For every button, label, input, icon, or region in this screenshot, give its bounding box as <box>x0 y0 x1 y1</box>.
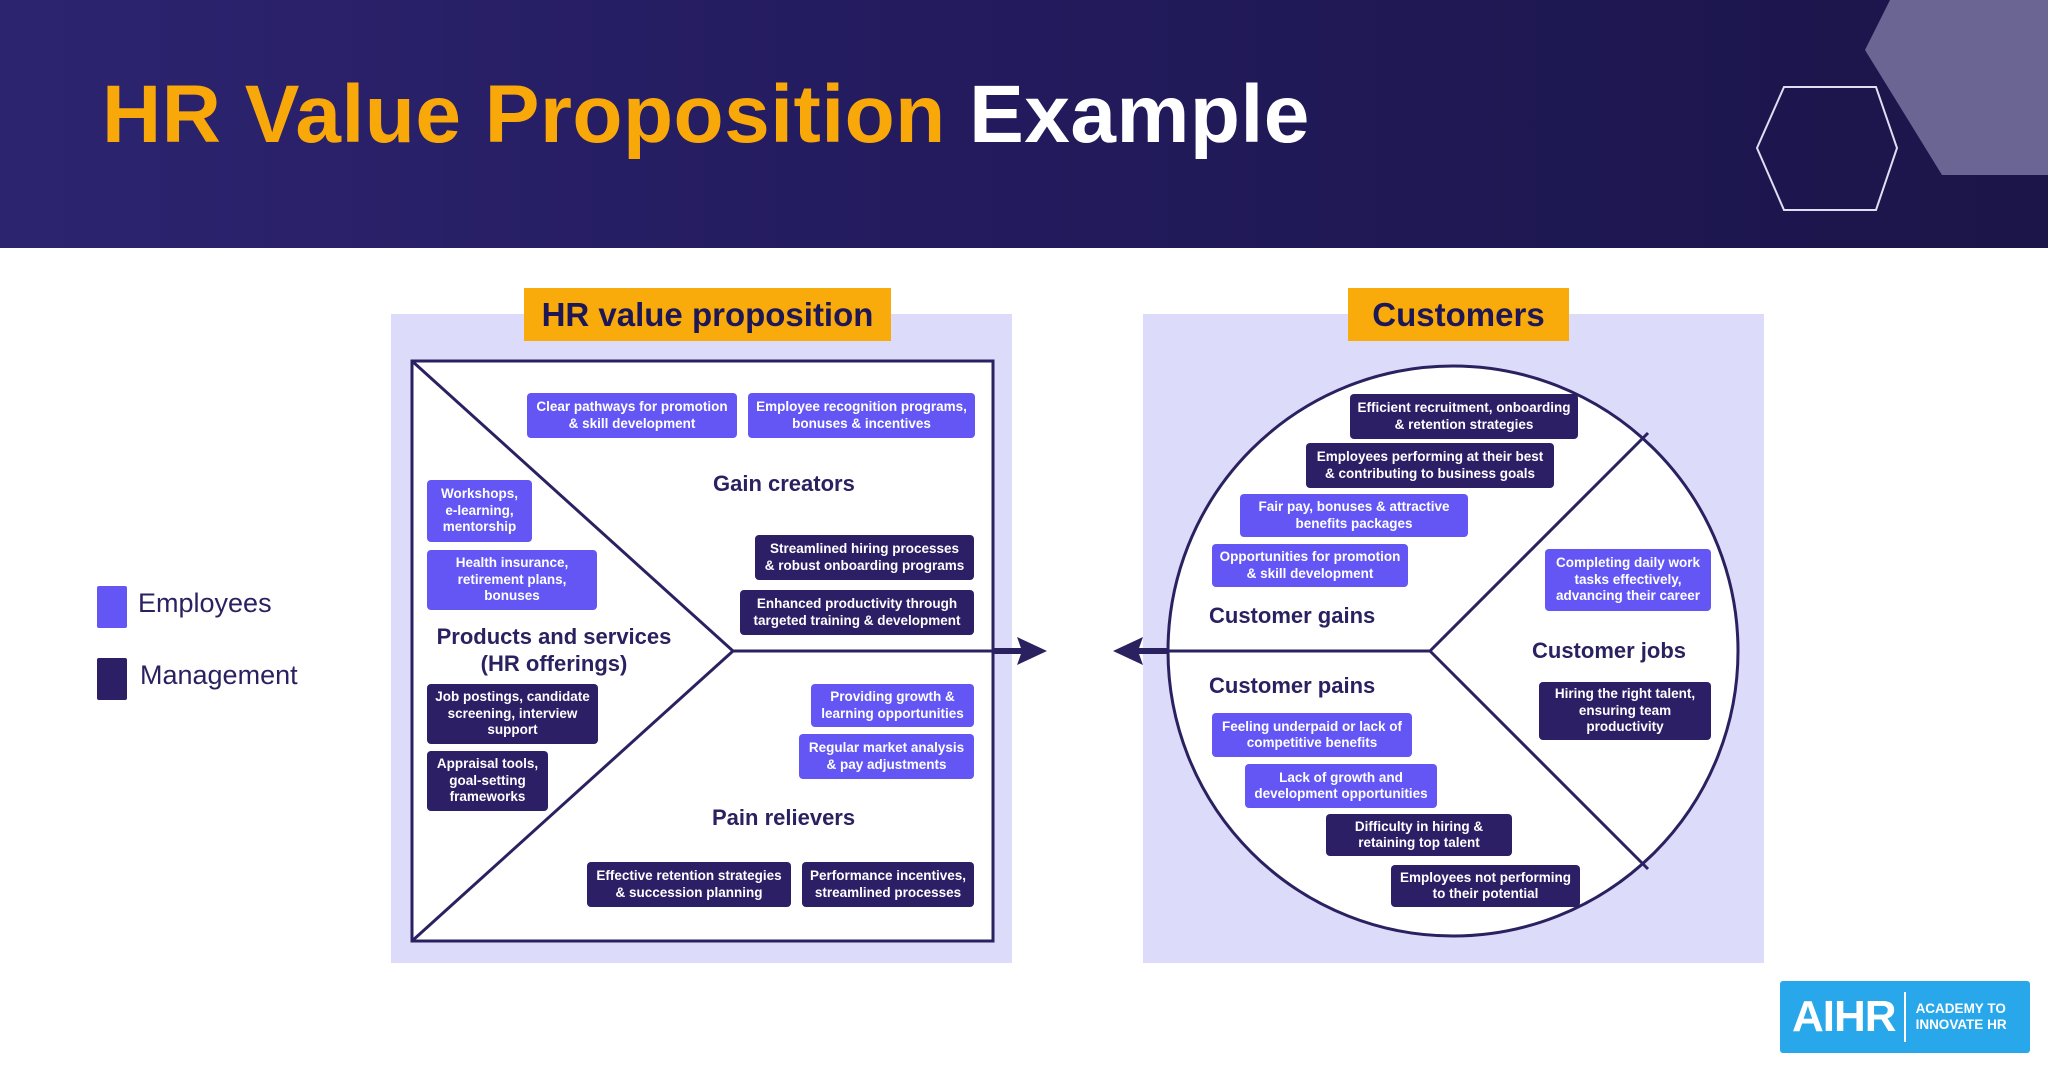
hexagon-decoration-icon <box>1755 0 2048 211</box>
pain-reliever-box: Providing growth & learning opportunitie… <box>811 684 974 727</box>
customer-profile-divider-top <box>1428 431 1650 653</box>
title-rest: Example <box>969 69 1310 160</box>
fit-arrow-right-icon <box>1017 637 1047 665</box>
value-proposition-title: HR value proposition <box>524 288 891 341</box>
legend-swatch-employees <box>97 586 127 628</box>
customer-job-box: Completing daily work tasks effectively,… <box>1545 549 1711 611</box>
customer-gains-label: Customer gains <box>1209 603 1376 628</box>
fit-arrow-left-icon <box>1113 637 1143 665</box>
value-map-divider-bottom <box>410 649 735 943</box>
products-services-label: Products and services (HR offerings) <box>436 624 672 676</box>
customer-gain-box: Opportunities for promotion & skill deve… <box>1212 544 1408 587</box>
customer-gain-box: Employees performing at their best & con… <box>1306 443 1554 488</box>
page-title: HR Value Proposition Example <box>102 68 1310 162</box>
gain-creators-label: Gain creators <box>713 471 855 496</box>
legend-label-employees: Employees <box>138 588 272 618</box>
customer-pain-box: Difficulty in hiring & retaining top tal… <box>1326 814 1512 856</box>
customer-jobs-label: Customer jobs <box>1532 638 1687 663</box>
pain-relievers-label: Pain relievers <box>712 805 856 830</box>
legend-swatch-management <box>97 658 127 700</box>
aihr-logo: AIHR ACADEMY TO INNOVATE HR <box>1780 981 2030 1053</box>
pain-reliever-box: Performance incentives, streamlined proc… <box>802 862 974 907</box>
pain-reliever-box: Regular market analysis & pay adjustment… <box>799 734 974 779</box>
product-service-box: Workshops, e-learning, mentorship <box>427 480 532 542</box>
product-service-box: Job postings, candidate screening, inter… <box>427 684 598 744</box>
gain-creator-box: Streamlined hiring processes & robust on… <box>755 535 974 580</box>
product-service-box: Appraisal tools, goal-setting frameworks <box>427 751 548 811</box>
gain-creator-box: Enhanced productivity through targeted t… <box>740 590 974 635</box>
customer-pain-box: Lack of growth and development opportuni… <box>1245 764 1437 808</box>
title-highlight: HR Value Proposition <box>102 69 946 160</box>
customer-pain-box: Employees not performing to their potent… <box>1391 865 1580 907</box>
customer-gain-box: Fair pay, bonuses & attractive benefits … <box>1240 494 1468 537</box>
product-service-box: Health insurance, retirement plans, bonu… <box>427 550 597 610</box>
customer-job-box: Hiring the right talent, ensuring team p… <box>1539 682 1711 740</box>
customers-title: Customers <box>1348 288 1569 341</box>
header-banner: HR Value Proposition Example <box>0 0 2048 248</box>
logo-subtitle: ACADEMY TO INNOVATE HR <box>1915 1001 2007 1032</box>
legend-label-management: Management <box>140 660 298 690</box>
logo-main-text: AIHR <box>1792 992 1897 1041</box>
pain-reliever-box: Effective retention strategies & success… <box>587 862 791 907</box>
customer-pains-label: Customer pains <box>1209 673 1376 698</box>
gain-creator-box: Employee recognition programs, bonuses &… <box>748 393 975 438</box>
gain-creator-box: Clear pathways for promotion & skill dev… <box>527 393 737 438</box>
logo-separator <box>1903 992 1906 1042</box>
customer-gain-box: Efficient recruitment, onboarding & rete… <box>1350 394 1578 439</box>
customer-profile-divider-bottom <box>1428 649 1650 871</box>
value-map-divider-top <box>410 359 735 653</box>
customer-pain-box: Feeling underpaid or lack of competitive… <box>1212 713 1412 757</box>
